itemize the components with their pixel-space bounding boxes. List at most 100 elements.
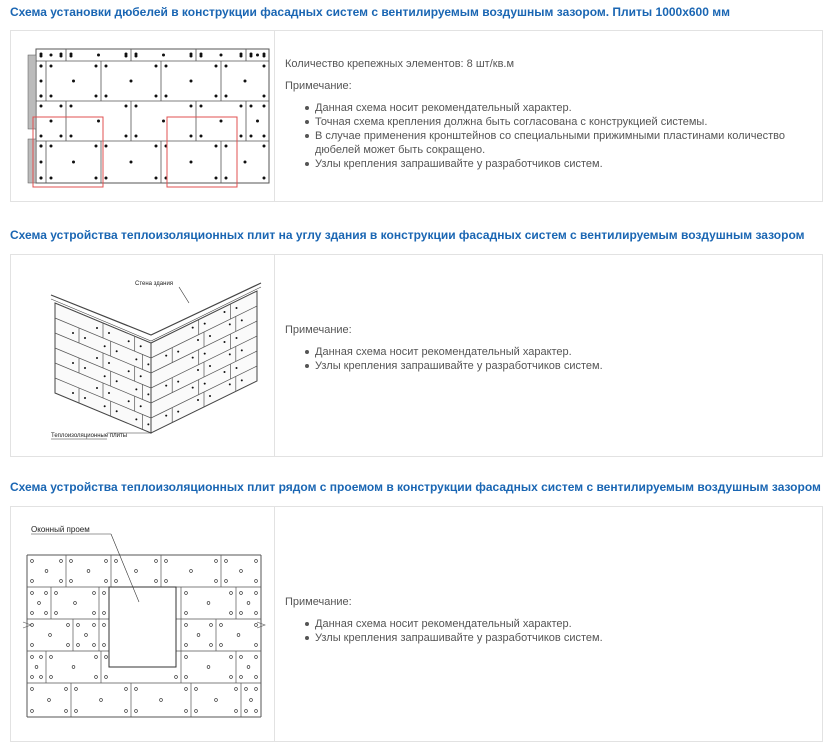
dowel-mark [49, 64, 53, 68]
dowel-mark [72, 362, 74, 364]
dowel-mark [84, 397, 86, 399]
wall-hatch [27, 138, 37, 184]
dowel-scheme-image [11, 31, 275, 201]
dowel-mark [194, 687, 198, 691]
list-item: Узлы крепления запрашивайте у разработчи… [305, 359, 814, 373]
dowel-mark [177, 350, 180, 353]
dowel-mark [49, 176, 53, 180]
wall-outline [35, 48, 270, 184]
list-item: В случае применения кронштейнов со специ… [305, 129, 814, 157]
dowel-mark [103, 375, 106, 378]
dowel-mark [94, 94, 98, 98]
dowel-mark [262, 64, 266, 68]
dowel-mark [154, 559, 158, 563]
dowel-mark [94, 144, 98, 148]
dowel-mark [240, 349, 243, 352]
fastener-count: Количество крепежных элементов: 8 шт/кв.… [285, 58, 515, 70]
dowel-mark [262, 176, 266, 180]
dowel-mark [189, 54, 193, 58]
dowel-mark [39, 176, 43, 180]
dowel-mark [249, 104, 253, 108]
dowel-mark [39, 144, 43, 148]
list-item: Данная схема носит рекомендательный хара… [305, 617, 814, 631]
section-1-title: Схема установки дюбелей в конструкции фа… [10, 5, 730, 19]
dowel-mark [184, 611, 188, 615]
dowel-mark [30, 559, 34, 563]
dowel-mark [262, 144, 266, 148]
dowel-mark [184, 655, 188, 659]
dowel-mark [39, 79, 43, 83]
dowel-mark [214, 94, 218, 98]
dowel-mark [30, 611, 34, 615]
dowel-mark [104, 579, 108, 583]
dowel-mark [162, 119, 165, 123]
dowel-mark [103, 405, 106, 408]
dowel-mark [37, 601, 41, 605]
dowel-mark [165, 414, 168, 417]
dowel-mark [76, 643, 80, 647]
dowel-mark [239, 104, 243, 108]
dowel-mark [262, 54, 266, 58]
dowel-mark [104, 176, 108, 180]
dowel-mark [96, 327, 98, 329]
dowel-mark [102, 611, 106, 615]
dowel-mark [44, 591, 48, 595]
dowel-mark [154, 144, 158, 148]
dowel-mark [154, 176, 158, 180]
dowel-mark [124, 54, 128, 58]
dowel-mark [147, 363, 150, 366]
window-label: Оконный проем [31, 525, 90, 534]
dowel-mark [240, 319, 243, 322]
dowel-mark [102, 623, 106, 627]
dowel-mark [72, 392, 74, 394]
dowel-mark [66, 623, 70, 627]
dowel-mark [39, 104, 43, 108]
dowel-mark [54, 611, 58, 615]
dowel-mark [191, 356, 194, 359]
dowel-mark [189, 160, 193, 164]
dowel-mark [69, 559, 73, 563]
dowel-mark [39, 134, 43, 138]
dowel-mark [94, 655, 98, 659]
dowel-mark [147, 423, 150, 426]
note-label: Примечание: [285, 324, 352, 336]
wall-label: Стена здания [135, 281, 173, 287]
dowel-mark [244, 709, 248, 713]
dowel-mark [191, 326, 194, 329]
dowel-mark [30, 709, 34, 713]
dowel-mark [86, 569, 91, 573]
highlight-box [166, 116, 238, 188]
dowel-mark [209, 623, 213, 627]
dowel-mark [69, 104, 73, 108]
dowel-mark [114, 579, 118, 583]
dowel-mark [124, 709, 128, 713]
dowel-mark [203, 352, 206, 355]
wall-edge [50, 282, 262, 336]
dowel-mark [94, 675, 98, 679]
dowel-mark [162, 53, 165, 57]
list-item: Точная схема крепления должна быть согла… [305, 115, 814, 129]
section-1-text: Количество крепежных элементов: 8 шт/кв.… [285, 57, 814, 171]
dowel-mark [224, 144, 228, 148]
dowel-mark [108, 332, 110, 334]
plates-label: Теплоизоляционные плиты [51, 433, 127, 439]
dowel-mark [39, 655, 43, 659]
dowel-mark [127, 370, 130, 373]
dowel-mark [254, 559, 258, 563]
dowel-mark [74, 687, 78, 691]
dowel-mark [134, 54, 138, 58]
list-item: Данная схема носит рекомендательный хара… [305, 101, 814, 115]
dowel-mark [214, 64, 218, 68]
dowel-mark [223, 311, 226, 313]
section-3-text: Примечание: Данная схема носит рекоменда… [285, 595, 814, 645]
dowel-mark [229, 655, 233, 659]
dowel-mark [197, 399, 199, 401]
dowel-mark [115, 380, 118, 383]
dowel-mark [249, 54, 253, 58]
dowel-mark [240, 379, 243, 382]
dowel-mark [30, 579, 34, 583]
dowel-mark [165, 354, 168, 357]
dowel-mark [76, 623, 80, 627]
dowel-mark [104, 675, 108, 679]
dowel-mark [39, 64, 43, 68]
